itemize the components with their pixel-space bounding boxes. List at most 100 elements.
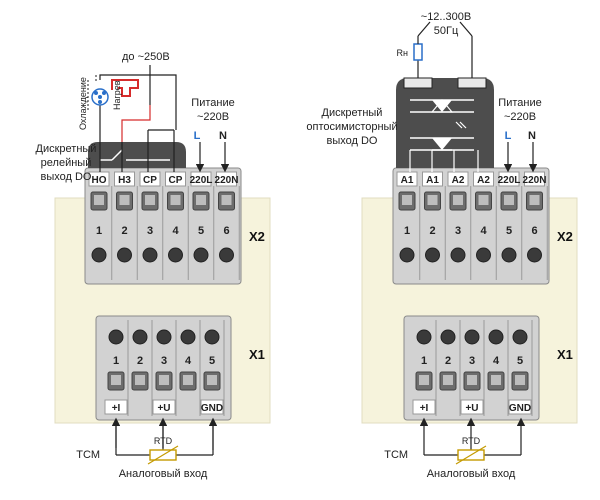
right-x2-wire-hole-3[interactable] bbox=[450, 247, 466, 263]
left-x1-terminal-label-3 bbox=[200, 399, 224, 415]
left-supply-voltage: до ~250В bbox=[122, 51, 170, 63]
right-power-caption-1: Питание bbox=[498, 97, 541, 109]
left-x2-wire-hole-3[interactable] bbox=[142, 247, 158, 263]
left-x1-terminal-text-3: GND bbox=[201, 403, 223, 414]
left-x2-terminal-label-2 bbox=[114, 171, 135, 187]
left-x1-terminal-text-2: +U bbox=[157, 403, 170, 414]
left-x1-wire-hole-5[interactable] bbox=[204, 329, 220, 345]
left-x1-label: X1 bbox=[249, 347, 265, 362]
right-x1-wire-hole-4[interactable] bbox=[488, 329, 504, 345]
left-x2-wire-hole-5[interactable] bbox=[193, 247, 209, 263]
load-circuit: Охлаждение Нагрев bbox=[78, 74, 177, 142]
right-x2-wire-hole-1[interactable] bbox=[399, 247, 415, 263]
right-x1-wire-hole-5[interactable] bbox=[512, 329, 528, 345]
left-x1-wire-hole-4[interactable] bbox=[180, 329, 196, 345]
left-x2-wire-hole-1[interactable] bbox=[91, 247, 107, 263]
left-x1-number-1: 1 bbox=[113, 355, 119, 367]
left-x2-terminal-label-3 bbox=[139, 171, 161, 187]
left-x2-number-3: 3 bbox=[147, 225, 153, 237]
left-power-caption-1: Питание bbox=[191, 97, 234, 109]
left-x2-number-5: 5 bbox=[198, 225, 204, 237]
left-x1-block: 1 2 3 4 5 +I +U GND X1 bbox=[95, 315, 265, 421]
right-phase-N: N bbox=[528, 130, 536, 142]
left-x1-number-5: 5 bbox=[209, 355, 215, 367]
right-x1-number-1: 1 bbox=[421, 355, 427, 367]
left-x2-wire-hole-6[interactable] bbox=[219, 247, 234, 263]
right-x2-label: X2 bbox=[557, 229, 573, 244]
left-x2-number-6: 6 bbox=[223, 225, 229, 237]
left-x2-terminal-label-4 bbox=[165, 171, 186, 187]
right-x1-wire-hole-3[interactable] bbox=[464, 329, 480, 345]
right-analog-wiring: ТСМ RTD Аналоговый вход bbox=[384, 417, 526, 480]
right-x2-wire-hole-6[interactable] bbox=[527, 247, 542, 263]
right-x2-number-6: 6 bbox=[531, 225, 537, 237]
led-icon bbox=[432, 138, 452, 150]
left-relay-module bbox=[88, 129, 186, 168]
left-rtd-label: RTD bbox=[154, 436, 173, 446]
left-x2-terminal-label-1 bbox=[88, 171, 110, 187]
right-output-caption-2: оптосимисторный bbox=[306, 121, 397, 133]
right-x1-terminal-text-1: +I bbox=[420, 403, 429, 414]
left-relay-housing bbox=[88, 142, 186, 168]
left-x1-number-2: 2 bbox=[137, 355, 143, 367]
right-x2-terminal-label-1 bbox=[396, 171, 418, 187]
right-x1-number-4: 4 bbox=[493, 355, 500, 367]
load-resistor-icon bbox=[413, 43, 423, 61]
right-x2-terminal-text-3: A2 bbox=[452, 175, 465, 186]
right-analog-label: Аналоговый вход bbox=[427, 468, 516, 480]
left-x2-label: X2 bbox=[249, 229, 265, 244]
right-output-caption-3: выход DO bbox=[327, 135, 378, 147]
right-x2-terminal-text-1: A1 bbox=[401, 175, 414, 186]
right-supply-voltage-1: ~12..300В bbox=[421, 11, 471, 23]
right-output-caption-1: Дискретный bbox=[322, 107, 383, 119]
right-x1-terminal-text-3: GND bbox=[509, 403, 531, 414]
left-tcm-label: ТСМ bbox=[76, 449, 100, 461]
right-optotriac-module bbox=[396, 77, 494, 172]
right-x1-wire-hole-1[interactable] bbox=[416, 329, 432, 345]
right-x1-terminal-label-2 bbox=[460, 399, 484, 415]
right-x1-label: X1 bbox=[557, 347, 573, 362]
right-x2-wire-hole-5[interactable] bbox=[501, 247, 517, 263]
right-x2-wire-hole-4[interactable] bbox=[476, 247, 491, 263]
left-output-caption-1: Дискретный bbox=[36, 143, 97, 155]
right-x2-number-2: 2 bbox=[429, 225, 435, 237]
right-optotriac-housing bbox=[396, 78, 494, 168]
left-x2-wire-hole-2[interactable] bbox=[117, 247, 132, 263]
left-x1-number-3: 3 bbox=[161, 355, 167, 367]
right-power-caption-2: ~220В bbox=[504, 111, 536, 123]
left-x2-terminal-text-4: СР bbox=[169, 175, 183, 186]
left-x1-wire-hole-2[interactable] bbox=[132, 329, 148, 345]
right-x1-terminal-label-3 bbox=[508, 399, 532, 415]
right-phase-L: L bbox=[505, 130, 512, 142]
left-x2-terminal-text-3: СР bbox=[143, 175, 157, 186]
right-supply-voltage-2: 50Гц bbox=[434, 25, 459, 37]
left-x2-terminal-text-2: Н3 bbox=[118, 175, 131, 186]
right-x2-terminal-text-5: 220L bbox=[498, 175, 521, 186]
relay-contact bbox=[111, 149, 123, 161]
triac-icon bbox=[432, 100, 452, 112]
left-x1-wire-hole-1[interactable] bbox=[108, 329, 124, 345]
left-x2-number-1: 1 bbox=[96, 225, 102, 237]
right-x2-terminal-text-6: 220N bbox=[523, 175, 547, 186]
cooling-label: Охлаждение bbox=[78, 77, 88, 130]
left-x2-terminal-text-6: 220N bbox=[215, 175, 239, 186]
left-x2-wire-hole-4[interactable] bbox=[168, 247, 183, 263]
left-phase-N: N bbox=[219, 130, 227, 142]
right-x1-terminal-label-1 bbox=[412, 399, 436, 415]
left-x2-terminal-text-5: 220L bbox=[190, 175, 213, 186]
right-rtd-label: RTD bbox=[462, 436, 481, 446]
right-x2-wire-hole-2[interactable] bbox=[425, 247, 440, 263]
left-analog-label: Аналоговый вход bbox=[119, 468, 208, 480]
right-x1-wire-hole-2[interactable] bbox=[440, 329, 456, 345]
left-output-caption-2: релейный bbox=[41, 157, 92, 169]
right-x2-terminal-text-2: A1 bbox=[426, 175, 439, 186]
left-x1-number-4: 4 bbox=[185, 355, 192, 367]
left-phase-L: L bbox=[194, 130, 201, 142]
left-x2-number-4: 4 bbox=[172, 225, 179, 237]
left-x1-wire-hole-3[interactable] bbox=[156, 329, 172, 345]
left-x1-terminal-text-1: +I bbox=[112, 403, 121, 414]
